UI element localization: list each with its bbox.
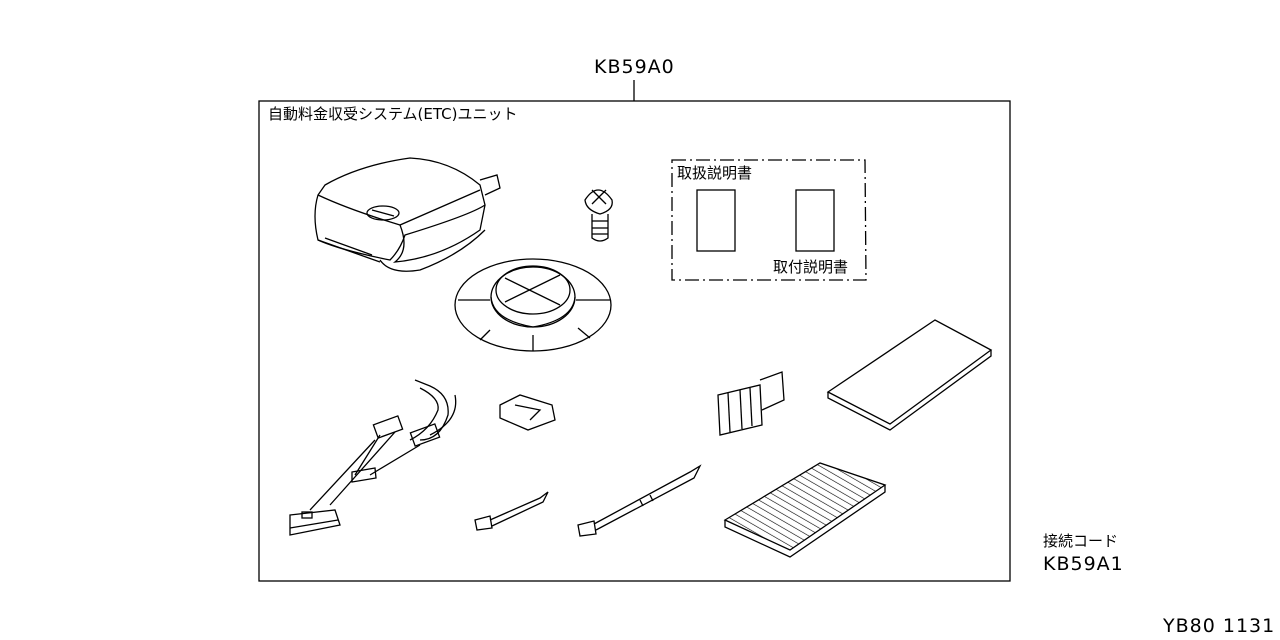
harness-drawing[interactable] [289,379,457,536]
sheet-drawing[interactable] [826,319,993,431]
antenna-drawing[interactable] [454,258,612,352]
sub-part-code[interactable]: KB59A1 [1043,553,1124,575]
clip-drawing[interactable] [499,394,556,431]
main-part-title: 自動料金収受システム(ETC)ユニット [268,105,518,123]
cable-tie-large-drawing[interactable] [577,464,702,537]
diagram-id: YB80 1131 [1163,615,1276,637]
handling-manual-label: 取扱説明書 [677,164,753,182]
main-part-code[interactable]: KB59A0 [594,56,675,78]
adhesive-pad-drawing[interactable] [723,462,887,558]
kit-frame [258,100,1011,582]
screw-drawing[interactable] [584,189,613,242]
installation-manual-label: 取付説明書 [773,258,849,276]
sub-part-name: 接続コード [1043,532,1119,550]
connector-clip-drawing[interactable] [717,371,785,436]
cable-tie-small-drawing[interactable] [474,491,549,531]
handling-manual-drawing[interactable] [696,189,736,252]
manuals-box [671,159,867,281]
etc-unit-drawing[interactable] [314,157,501,272]
installation-manual-drawing[interactable] [795,189,835,252]
